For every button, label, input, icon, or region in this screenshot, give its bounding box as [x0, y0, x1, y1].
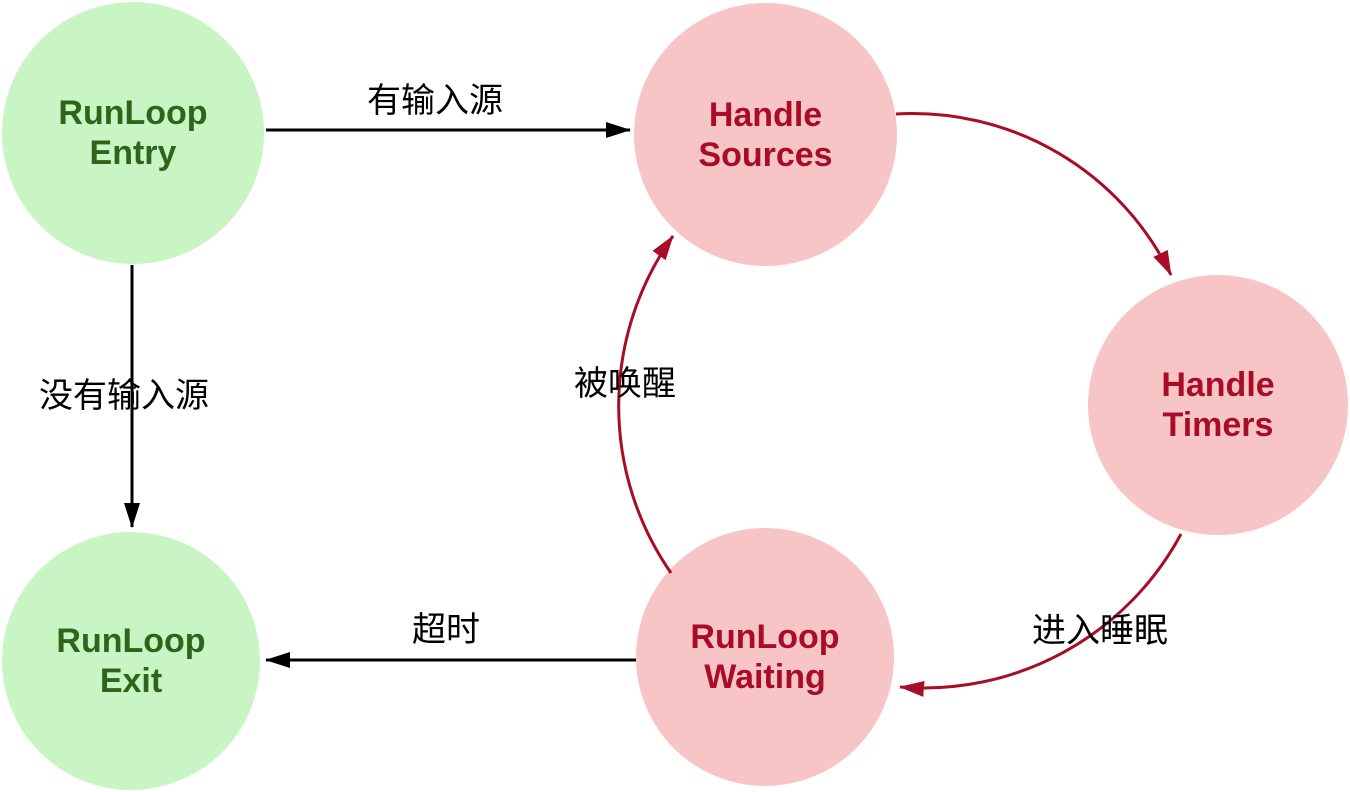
node-label: RunLoop Exit: [56, 621, 205, 701]
node-label: RunLoop Waiting: [690, 617, 839, 697]
node-runloop-entry: RunLoop Entry: [2, 2, 264, 264]
edge-label-timeout: 超时: [412, 611, 480, 649]
node-runloop-waiting: RunLoop Waiting: [636, 528, 894, 786]
edge-label-no-input-source: 没有输入源: [39, 377, 209, 415]
node-label-line2: Entry: [89, 134, 177, 172]
node-label-line1: Handle: [708, 95, 823, 134]
arrow-waiting-to-sources: [617, 235, 675, 574]
node-handle-timers: Handle Timers: [1088, 275, 1348, 535]
node-label-line1: RunLoop: [58, 94, 208, 132]
node-handle-sources: Handle Sources: [634, 3, 897, 266]
node-label-line1: Handle: [1161, 366, 1275, 404]
node-label-line2: Exit: [99, 662, 163, 700]
node-label-line2: Waiting: [704, 658, 826, 696]
node-label: Handle Timers: [1161, 365, 1274, 445]
node-label-line2: Sources: [698, 135, 833, 174]
node-label-line1: RunLoop: [56, 622, 206, 660]
arrow-timers-to-waiting: [899, 533, 1183, 697]
node-label-line2: Timers: [1162, 406, 1274, 444]
edge-label-has-input-source: 有输入源: [367, 82, 503, 120]
node-label: RunLoop Entry: [58, 93, 207, 173]
edge-label-enter-sleep: 进入睡眠: [1032, 612, 1168, 650]
node-label-line1: RunLoop: [690, 618, 840, 656]
node-label: Handle Sources: [698, 95, 832, 175]
node-runloop-exit: RunLoop Exit: [2, 532, 260, 790]
arrow-sources-to-timers: [895, 112, 1173, 276]
edge-label-awakened: 被唤醒: [574, 365, 676, 403]
